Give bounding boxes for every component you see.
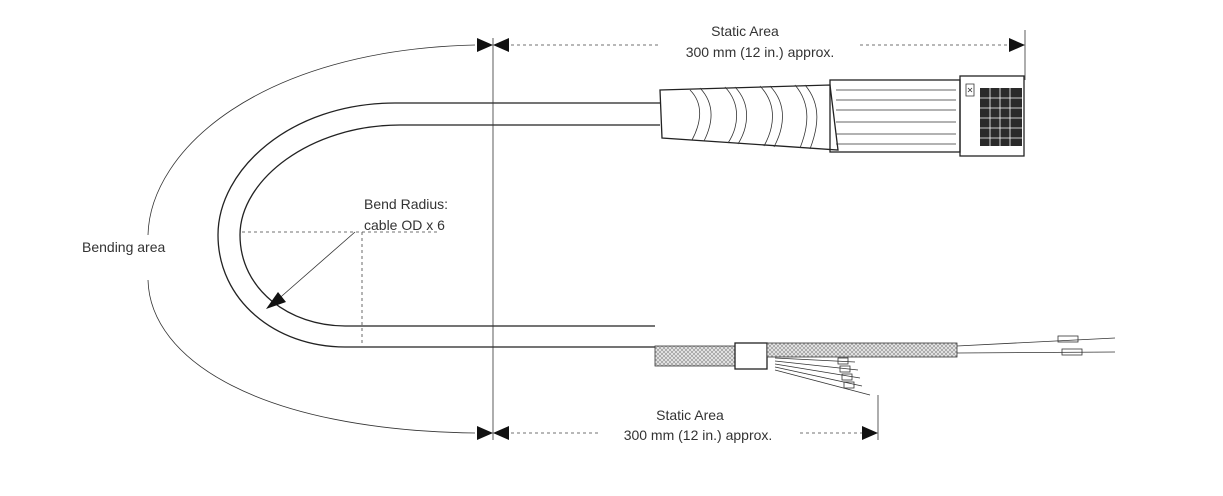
arrow-left-icon [493, 426, 509, 440]
bend-radius-value: cable OD x 6 [364, 217, 445, 233]
arrow-pointer-icon [266, 292, 286, 309]
bottom-static-area-length: 300 mm (12 in.) approx. [624, 427, 773, 443]
arrow-right-icon [862, 426, 878, 440]
arrow-right-icon [477, 38, 493, 52]
cable-body [217, 102, 660, 348]
bending-area-label: Bending area [82, 239, 166, 255]
arrow-right-icon [477, 426, 493, 440]
bending-area-arc [147, 44, 476, 434]
connector [659, 75, 1025, 157]
bend-radius-title: Bend Radius: [364, 196, 448, 212]
top-static-area-title: Static Area [711, 23, 779, 39]
arrow-right-icon [1009, 38, 1025, 52]
bend-radius-leader [242, 231, 440, 345]
top-static-dimension [477, 30, 1026, 80]
bottom-static-area-title: Static Area [656, 407, 724, 423]
top-static-area-length: 300 mm (12 in.) approx. [686, 44, 835, 60]
arrow-left-icon [493, 38, 509, 52]
cable-termination [654, 335, 1116, 396]
bottom-static-dimension [477, 395, 879, 440]
